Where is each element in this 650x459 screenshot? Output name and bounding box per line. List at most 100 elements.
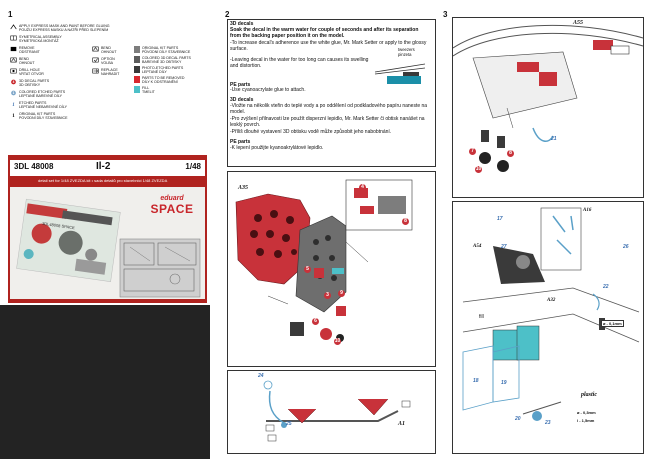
legend-text: BEND OHNOUT bbox=[19, 57, 35, 65]
pe-cz-heading: PE parts bbox=[230, 139, 251, 145]
dimension-label: ø - 0,3mm bbox=[577, 410, 596, 415]
part-number: 18 bbox=[473, 378, 479, 384]
callout-a35: A35 bbox=[238, 185, 249, 191]
part-number: 6 bbox=[312, 318, 319, 325]
product-subtitle: detail set for 1/48 ZVEZDA kit • sada de… bbox=[38, 178, 168, 183]
option-icon bbox=[92, 57, 99, 63]
tweezers-label: tweezers pinzeta bbox=[398, 47, 415, 57]
brand-bottom: SPACE bbox=[150, 202, 194, 216]
part-number: 5 bbox=[304, 266, 311, 273]
etched-icon: 1 bbox=[12, 103, 14, 107]
dimension-label: l - 1,5mm bbox=[577, 418, 595, 423]
product-scale: 1/48 bbox=[185, 162, 201, 171]
bend-and-apply-icon bbox=[10, 24, 17, 30]
color-key-text: PARTS TO BE REMOVED DÍLY K ODSTRANĚNÍ bbox=[142, 76, 185, 84]
brand-top: eduard bbox=[160, 195, 184, 202]
svg-text:1: 1 bbox=[12, 103, 14, 107]
color-swatch bbox=[134, 76, 140, 83]
color-key-text: ORIGINAL KIT PARTS PŮVODNÍ DÍLY STAVEBNI… bbox=[142, 46, 191, 54]
legend: APPLY EXPRESS MASK AND PAINT BEFORE GLUI… bbox=[10, 24, 210, 144]
callout-a55: A55 bbox=[573, 20, 584, 26]
symmetrical-assembly-icon bbox=[10, 35, 17, 41]
product-code: 3DL 48008 bbox=[14, 162, 54, 171]
part-number: 25 bbox=[286, 421, 292, 427]
legend-text: ORIGINAL KIT PARTS POVODNÍ DÍLY STAVEBNI… bbox=[19, 112, 68, 120]
legend-text: DRILL HOLE VRTAT OTVOR bbox=[19, 68, 44, 76]
legend-text: APPLY EXPRESS MASK AND PAINT BEFORE GLUI… bbox=[19, 24, 110, 32]
page-number: 3 bbox=[443, 10, 448, 19]
tweezers-illustration bbox=[374, 63, 426, 84]
part-number: 10 bbox=[475, 166, 482, 173]
legend-right: BEND OHNOUT OPTION VOLBA REPLACE NAHRADI… bbox=[92, 46, 132, 86]
decal-heading: 3D decals bbox=[230, 21, 254, 27]
decal-cz-2: -Pro zvýšení přilnavosti lze použít disp… bbox=[230, 116, 425, 129]
callout-a54: A54 bbox=[473, 244, 482, 249]
fill-label: fill bbox=[479, 314, 484, 320]
decal-cz-1: -Vložte na několik vteřin do teplé vody … bbox=[230, 103, 428, 116]
remove-icon bbox=[10, 46, 17, 52]
color-swatch bbox=[134, 56, 140, 63]
dimension-label: ø - 0,1mm bbox=[601, 320, 624, 327]
page-number: 2 bbox=[225, 10, 230, 19]
product-name: Il-2 bbox=[96, 161, 111, 172]
legend-text: REPLACE NAHRADIT bbox=[101, 68, 120, 76]
svg-text:1: 1 bbox=[12, 114, 15, 118]
part-number: 26 bbox=[623, 244, 629, 250]
decal-step-3: -Leaving decal in the water for too long… bbox=[230, 57, 369, 70]
color-key-text: COLORED 3D DECAL PARTS BAREVNÉ 3D OBTISK… bbox=[142, 56, 191, 64]
gunsight-illustration bbox=[453, 24, 644, 172]
legend-text: BEND OHNOUT bbox=[101, 46, 117, 54]
page-number: 1 bbox=[8, 10, 13, 19]
decal-cz-3: -Příliš dlouhé vystavení 3D obtisku vodě… bbox=[230, 129, 392, 135]
cockpit-floor-illustration bbox=[462, 207, 640, 421]
brand-logo: eduard SPACE bbox=[144, 195, 200, 223]
callout-a16: A16 bbox=[583, 208, 592, 213]
legend-text: 3D DECAL PARTS 3D OBTISKY bbox=[19, 79, 50, 87]
color-key: ORIGINAL KIT PARTS PŮVODNÍ DÍLY STAVEBNI… bbox=[134, 46, 209, 110]
pedals-illustration bbox=[263, 380, 411, 442]
callout-a1: A1 bbox=[398, 421, 406, 427]
decal-icon: 4 bbox=[11, 79, 16, 85]
pe-heading: PE parts bbox=[230, 82, 251, 88]
bend-icon bbox=[10, 57, 17, 63]
product-header: 3DL 48008 Il-2 1/48 detail set for 1/48 … bbox=[8, 155, 207, 303]
part-number: 7 bbox=[469, 148, 476, 155]
page-3: 3 bbox=[440, 10, 646, 454]
step-box-pedals: 24 25 A1 bbox=[227, 370, 436, 454]
decal-step-1: Soak the decal in the warm water for cou… bbox=[230, 27, 419, 40]
drill-hole-icon bbox=[10, 68, 17, 74]
page-1: 1 bbox=[8, 10, 210, 454]
title-band: 3DL 48008 Il-2 1/48 bbox=[10, 160, 205, 176]
part-number: 3 bbox=[324, 292, 331, 299]
step-box-gunsight: A55 7 8 10 21 bbox=[452, 17, 644, 198]
pe-cz-text: -K lepení použijte kyanoakrylátové lepid… bbox=[230, 145, 324, 151]
part-number: 8 bbox=[507, 150, 514, 157]
legend-text: SYMETRICAL ASSEMBLY SYMETRICKÁ MONTÁŽ bbox=[19, 35, 62, 43]
product-photo: eduard SPACE 3DL48008 SPACE bbox=[10, 187, 205, 299]
part-number: 19 bbox=[501, 380, 507, 386]
color-key-text: FILL TMELIT bbox=[142, 86, 155, 94]
color-key-text: PHOTO-ETCHED PARTS LEPTANÉ DÍLY bbox=[142, 66, 184, 74]
part-number: 24 bbox=[258, 373, 264, 379]
color-swatch bbox=[134, 86, 140, 93]
svg-text:4: 4 bbox=[13, 80, 15, 84]
part-number: 8 bbox=[402, 218, 409, 225]
decal-cz-heading: 3D decals bbox=[230, 97, 254, 103]
legend-text: ETCHED PARTS LEPTANÉ NEBAREVNÉ DÍLY bbox=[19, 101, 67, 109]
part-number: 17 bbox=[497, 216, 503, 222]
plastic-label: plastic bbox=[581, 392, 597, 398]
step-box-instrument-panel: A35 4 8 5 3 6 9 10 bbox=[227, 171, 436, 367]
part-number: 9 bbox=[338, 290, 345, 297]
legend-text: COLORED ETCHED PARTS LEPTANÉ BAREVNÉ DÍL… bbox=[19, 90, 66, 98]
part-number: 10 bbox=[334, 338, 341, 345]
pe-text: -Use cyanoacrylate glue to attach. bbox=[230, 87, 306, 93]
color-swatch bbox=[134, 46, 140, 53]
color-swatch bbox=[134, 66, 140, 73]
part-number: 4 bbox=[359, 184, 366, 191]
step-box-cockpit-floor: A54 A16 A32 fill plastic ø - 0,1mm ø - 0… bbox=[452, 201, 644, 454]
part-number: 22 bbox=[603, 284, 609, 290]
decal-step-2: -To increase decal's adherence use the w… bbox=[230, 40, 427, 53]
kit-parts-icon: 1 bbox=[12, 114, 15, 118]
svg-text:1: 1 bbox=[13, 91, 15, 95]
replace-icon bbox=[92, 68, 99, 74]
